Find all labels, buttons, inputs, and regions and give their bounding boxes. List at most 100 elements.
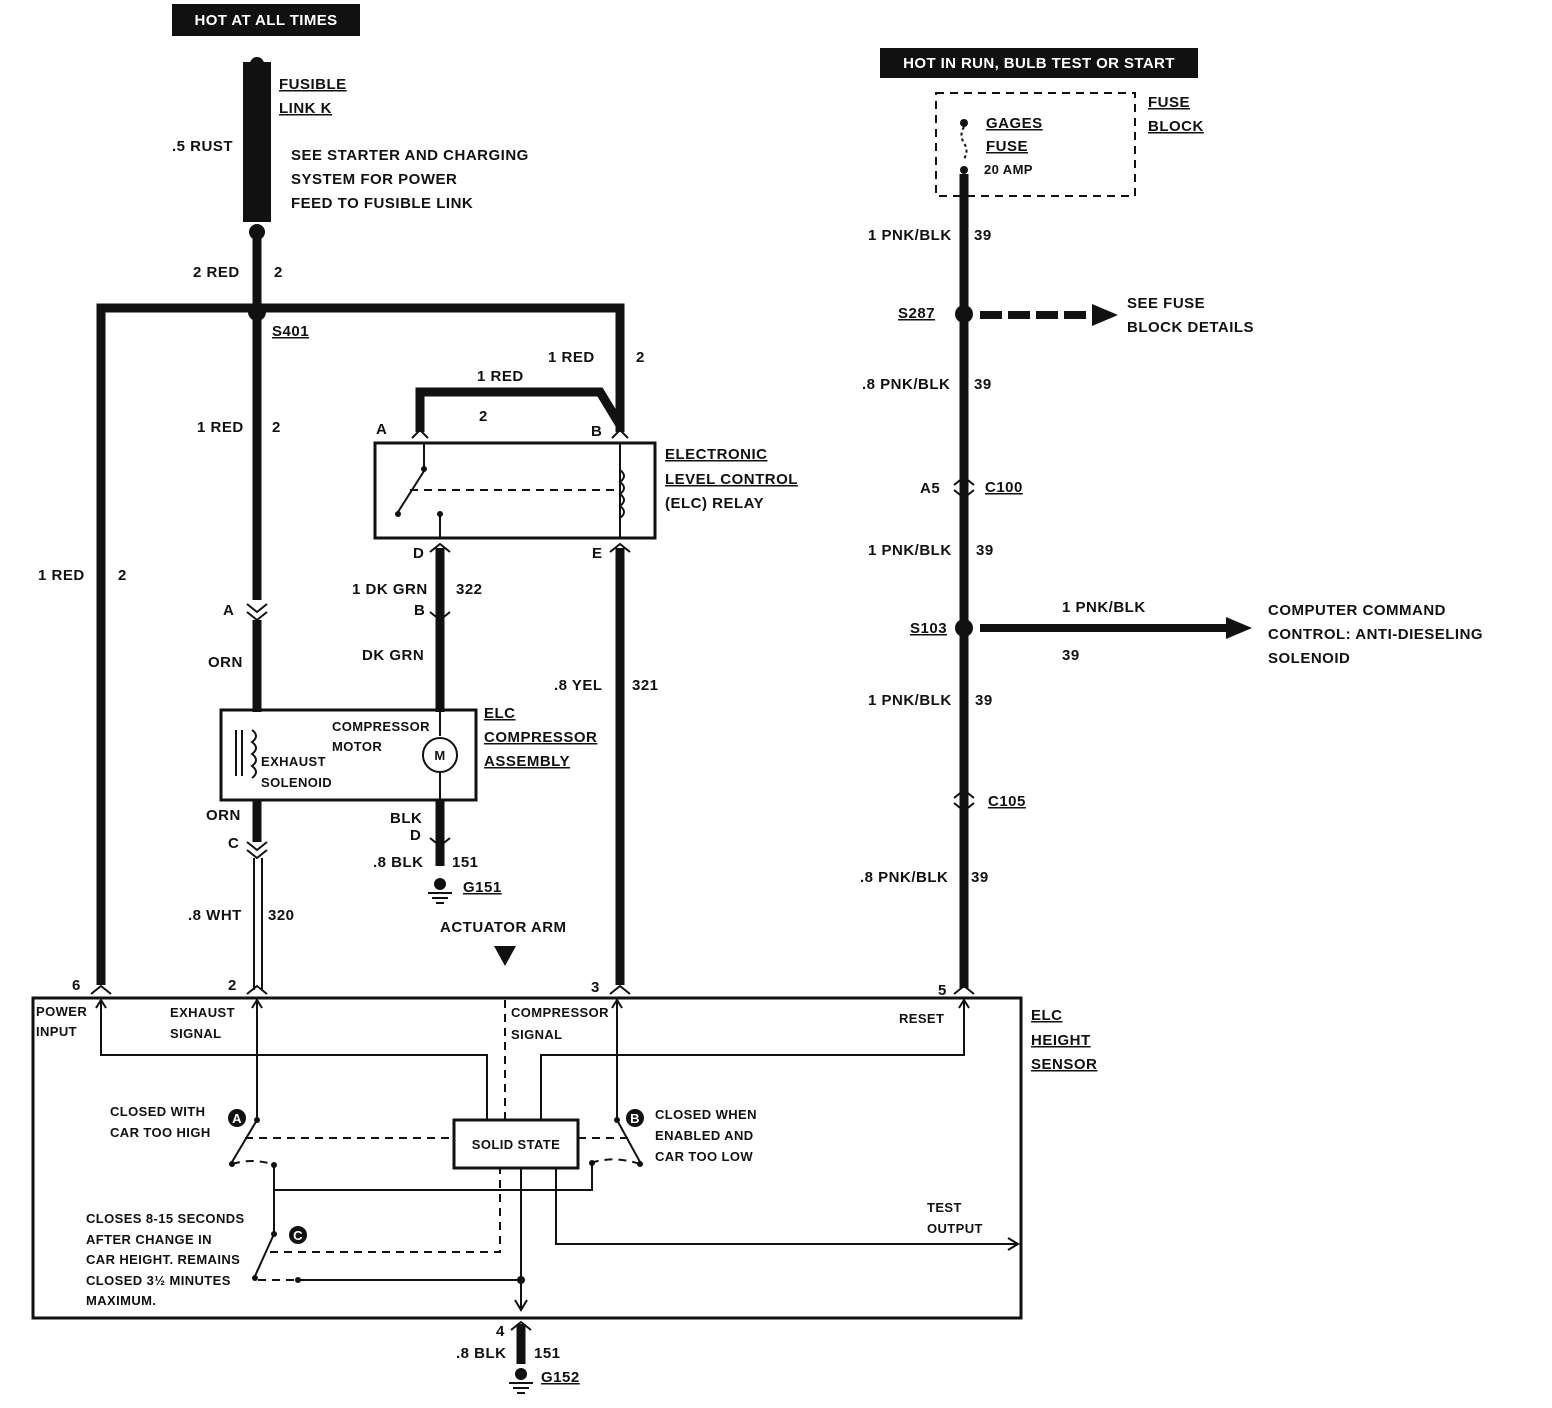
wire-1-red-left-circuit: 2 xyxy=(118,567,127,584)
wire-pnk-blk-1-circuit: 39 xyxy=(974,227,992,244)
switch-a-badge xyxy=(228,1109,246,1127)
closed-low-note-3: CAR TOO LOW xyxy=(655,1149,753,1164)
see-fuse-note-2: BLOCK DETAILS xyxy=(1127,319,1254,336)
fusible-link-label-1: FUSIBLE xyxy=(279,76,347,93)
switch-c-badge xyxy=(289,1226,307,1244)
fuse-block-label-2: BLOCK xyxy=(1148,118,1204,135)
splice-s287-label: S287 xyxy=(898,305,935,322)
solid-state-module xyxy=(452,1118,580,1170)
splice-s103 xyxy=(955,619,973,637)
splice-s103-label: S103 xyxy=(910,620,947,637)
s103-arrow-icon xyxy=(1226,617,1252,639)
wire-dk-grn-short-label: DK GRN xyxy=(362,647,424,664)
wire-pnk-blk-4-circuit: 39 xyxy=(975,692,993,709)
wire-dk-grn-label: 1 DK GRN xyxy=(352,581,428,598)
wire-orn-bottom-label: ORN xyxy=(206,807,241,824)
header-hot-at-all-times: HOT AT ALL TIMES xyxy=(194,12,337,29)
connector-a5: A5 xyxy=(920,480,940,497)
elc-height-sensor-box xyxy=(31,996,1023,1320)
sensor-power-label-1: POWER xyxy=(36,1004,87,1019)
wire-1-red-bus xyxy=(96,303,625,985)
rust-wire-label: .5 RUST xyxy=(172,138,233,155)
wire-yel-circuit: 321 xyxy=(632,677,659,694)
ground-g151-label: G151 xyxy=(463,879,502,896)
sensor-pin-5: 5 xyxy=(938,982,947,999)
sensor-internal-bus xyxy=(273,1165,593,1191)
wire-blk-label: BLK xyxy=(390,810,422,827)
wire-8-blk-sensor-circuit: 151 xyxy=(534,1345,561,1362)
relay-terminal-b: B xyxy=(591,423,602,440)
relay-terminal-a: A xyxy=(376,421,387,438)
see-starter-note-1: SEE STARTER AND CHARGING xyxy=(291,147,529,164)
wire-1-red-top-circuit: 2 xyxy=(479,408,488,425)
wire-pnk-blk-5-label: .8 PNK/BLK xyxy=(860,869,948,886)
switch-b-letter: B xyxy=(630,1111,640,1126)
ccc-note-1: COMPUTER COMMAND xyxy=(1268,602,1446,619)
test-output-label-1: TEST xyxy=(927,1200,962,1215)
ccc-note-2: CONTROL: ANTI-DIESELING xyxy=(1268,626,1483,643)
sensor-power-internal xyxy=(100,1002,488,1120)
sensor-pin-6: 6 xyxy=(72,977,81,994)
fuse-block-outline xyxy=(935,92,1136,197)
test-output-internal xyxy=(555,1168,1016,1245)
motor-symbol: M xyxy=(434,748,445,763)
sensor-compressor-label-1: COMPRESSOR xyxy=(511,1005,609,1020)
test-output-label-2: OUTPUT xyxy=(927,1221,983,1236)
ccc-note-3: SOLENOID xyxy=(1268,650,1350,667)
compressor-name-1: ELC xyxy=(484,705,516,722)
see-fuse-note-1: SEE FUSE xyxy=(1127,295,1205,312)
sensor-reset-label: RESET xyxy=(899,1011,944,1026)
wire-2-red-circuit: 2 xyxy=(274,264,283,281)
actuator-arm-arrow-icon xyxy=(494,946,516,966)
connector-c100-label: C100 xyxy=(985,479,1023,496)
switch-b-badge xyxy=(626,1109,644,1127)
gages-fuse-label-2: FUSE xyxy=(986,138,1028,155)
ground-g152-label: G152 xyxy=(541,1369,580,1386)
relay-name-1: ELECTRONIC xyxy=(665,446,768,463)
wire-pnk-blk-5-circuit: 39 xyxy=(971,869,989,886)
wire-pnk-blk-2-circuit: 39 xyxy=(974,376,992,393)
wire-pnk-blk-3-label: 1 PNK/BLK xyxy=(868,542,952,559)
header-box-hot-at-all-times xyxy=(172,4,360,36)
header-box-hot-in-run xyxy=(880,48,1198,78)
wire-2-red-label: 2 RED xyxy=(193,264,240,281)
relay-name-3: (ELC) RELAY xyxy=(665,495,764,512)
closed-low-note-2: ENABLED AND xyxy=(655,1128,754,1143)
closes-note-5: MAXIMUM. xyxy=(86,1293,156,1308)
wire-1-red-mid-circuit: 2 xyxy=(272,419,281,436)
gages-fuse-icon xyxy=(960,126,968,160)
wire-1-red-mid-label: 1 RED xyxy=(197,419,244,436)
switch-c-letter: C xyxy=(293,1228,303,1243)
sensor-name-2: HEIGHT xyxy=(1031,1032,1091,1049)
wire-8-blk-circuit: 151 xyxy=(452,854,479,871)
sensor-name-3: SENSOR xyxy=(1031,1056,1097,1073)
solid-state-label: SOLID STATE xyxy=(472,1137,560,1152)
gages-fuse-rating: 20 AMP xyxy=(984,162,1033,177)
fusible-link-label-2: LINK K xyxy=(279,100,332,117)
wire-8-blk-sensor-label: .8 BLK xyxy=(456,1345,507,1362)
fuse-block-label-1: FUSE xyxy=(1148,94,1190,111)
branch-wire-label: 1 PNK/BLK xyxy=(1062,599,1146,616)
wire-1-red-left-label: 1 RED xyxy=(38,567,85,584)
exhaust-solenoid-label-1: EXHAUST xyxy=(261,754,326,769)
connector-a: A xyxy=(223,602,234,619)
relay-switch-arm xyxy=(397,470,425,513)
s287-arrow-icon xyxy=(1092,304,1118,326)
wire-1-red-jumper xyxy=(415,387,624,432)
connector-c105-icon xyxy=(953,788,975,799)
wire-yel-label: .8 YEL xyxy=(554,677,603,694)
sensor-exhaust-label-2: SIGNAL xyxy=(170,1026,222,1041)
see-starter-note-2: SYSTEM FOR POWER xyxy=(291,171,457,188)
wire-1-red-right-circuit: 2 xyxy=(636,349,645,366)
wire-pnk-blk-3-circuit: 39 xyxy=(976,542,994,559)
switch-b-arm xyxy=(616,1119,641,1163)
sensor-pin-3: 3 xyxy=(591,979,600,996)
elc-compressor-assembly-box xyxy=(219,708,478,802)
see-starter-note-3: FEED TO FUSIBLE LINK xyxy=(291,195,473,212)
wire-pnk-blk-4-label: 1 PNK/BLK xyxy=(868,692,952,709)
closes-note-4: CLOSED 3½ MINUTES xyxy=(86,1273,231,1288)
header-hot-in-run: HOT IN RUN, BULB TEST OR START xyxy=(903,55,1175,72)
relay-terminal-d: D xyxy=(413,545,424,562)
closes-note-2: AFTER CHANGE IN xyxy=(86,1232,212,1247)
